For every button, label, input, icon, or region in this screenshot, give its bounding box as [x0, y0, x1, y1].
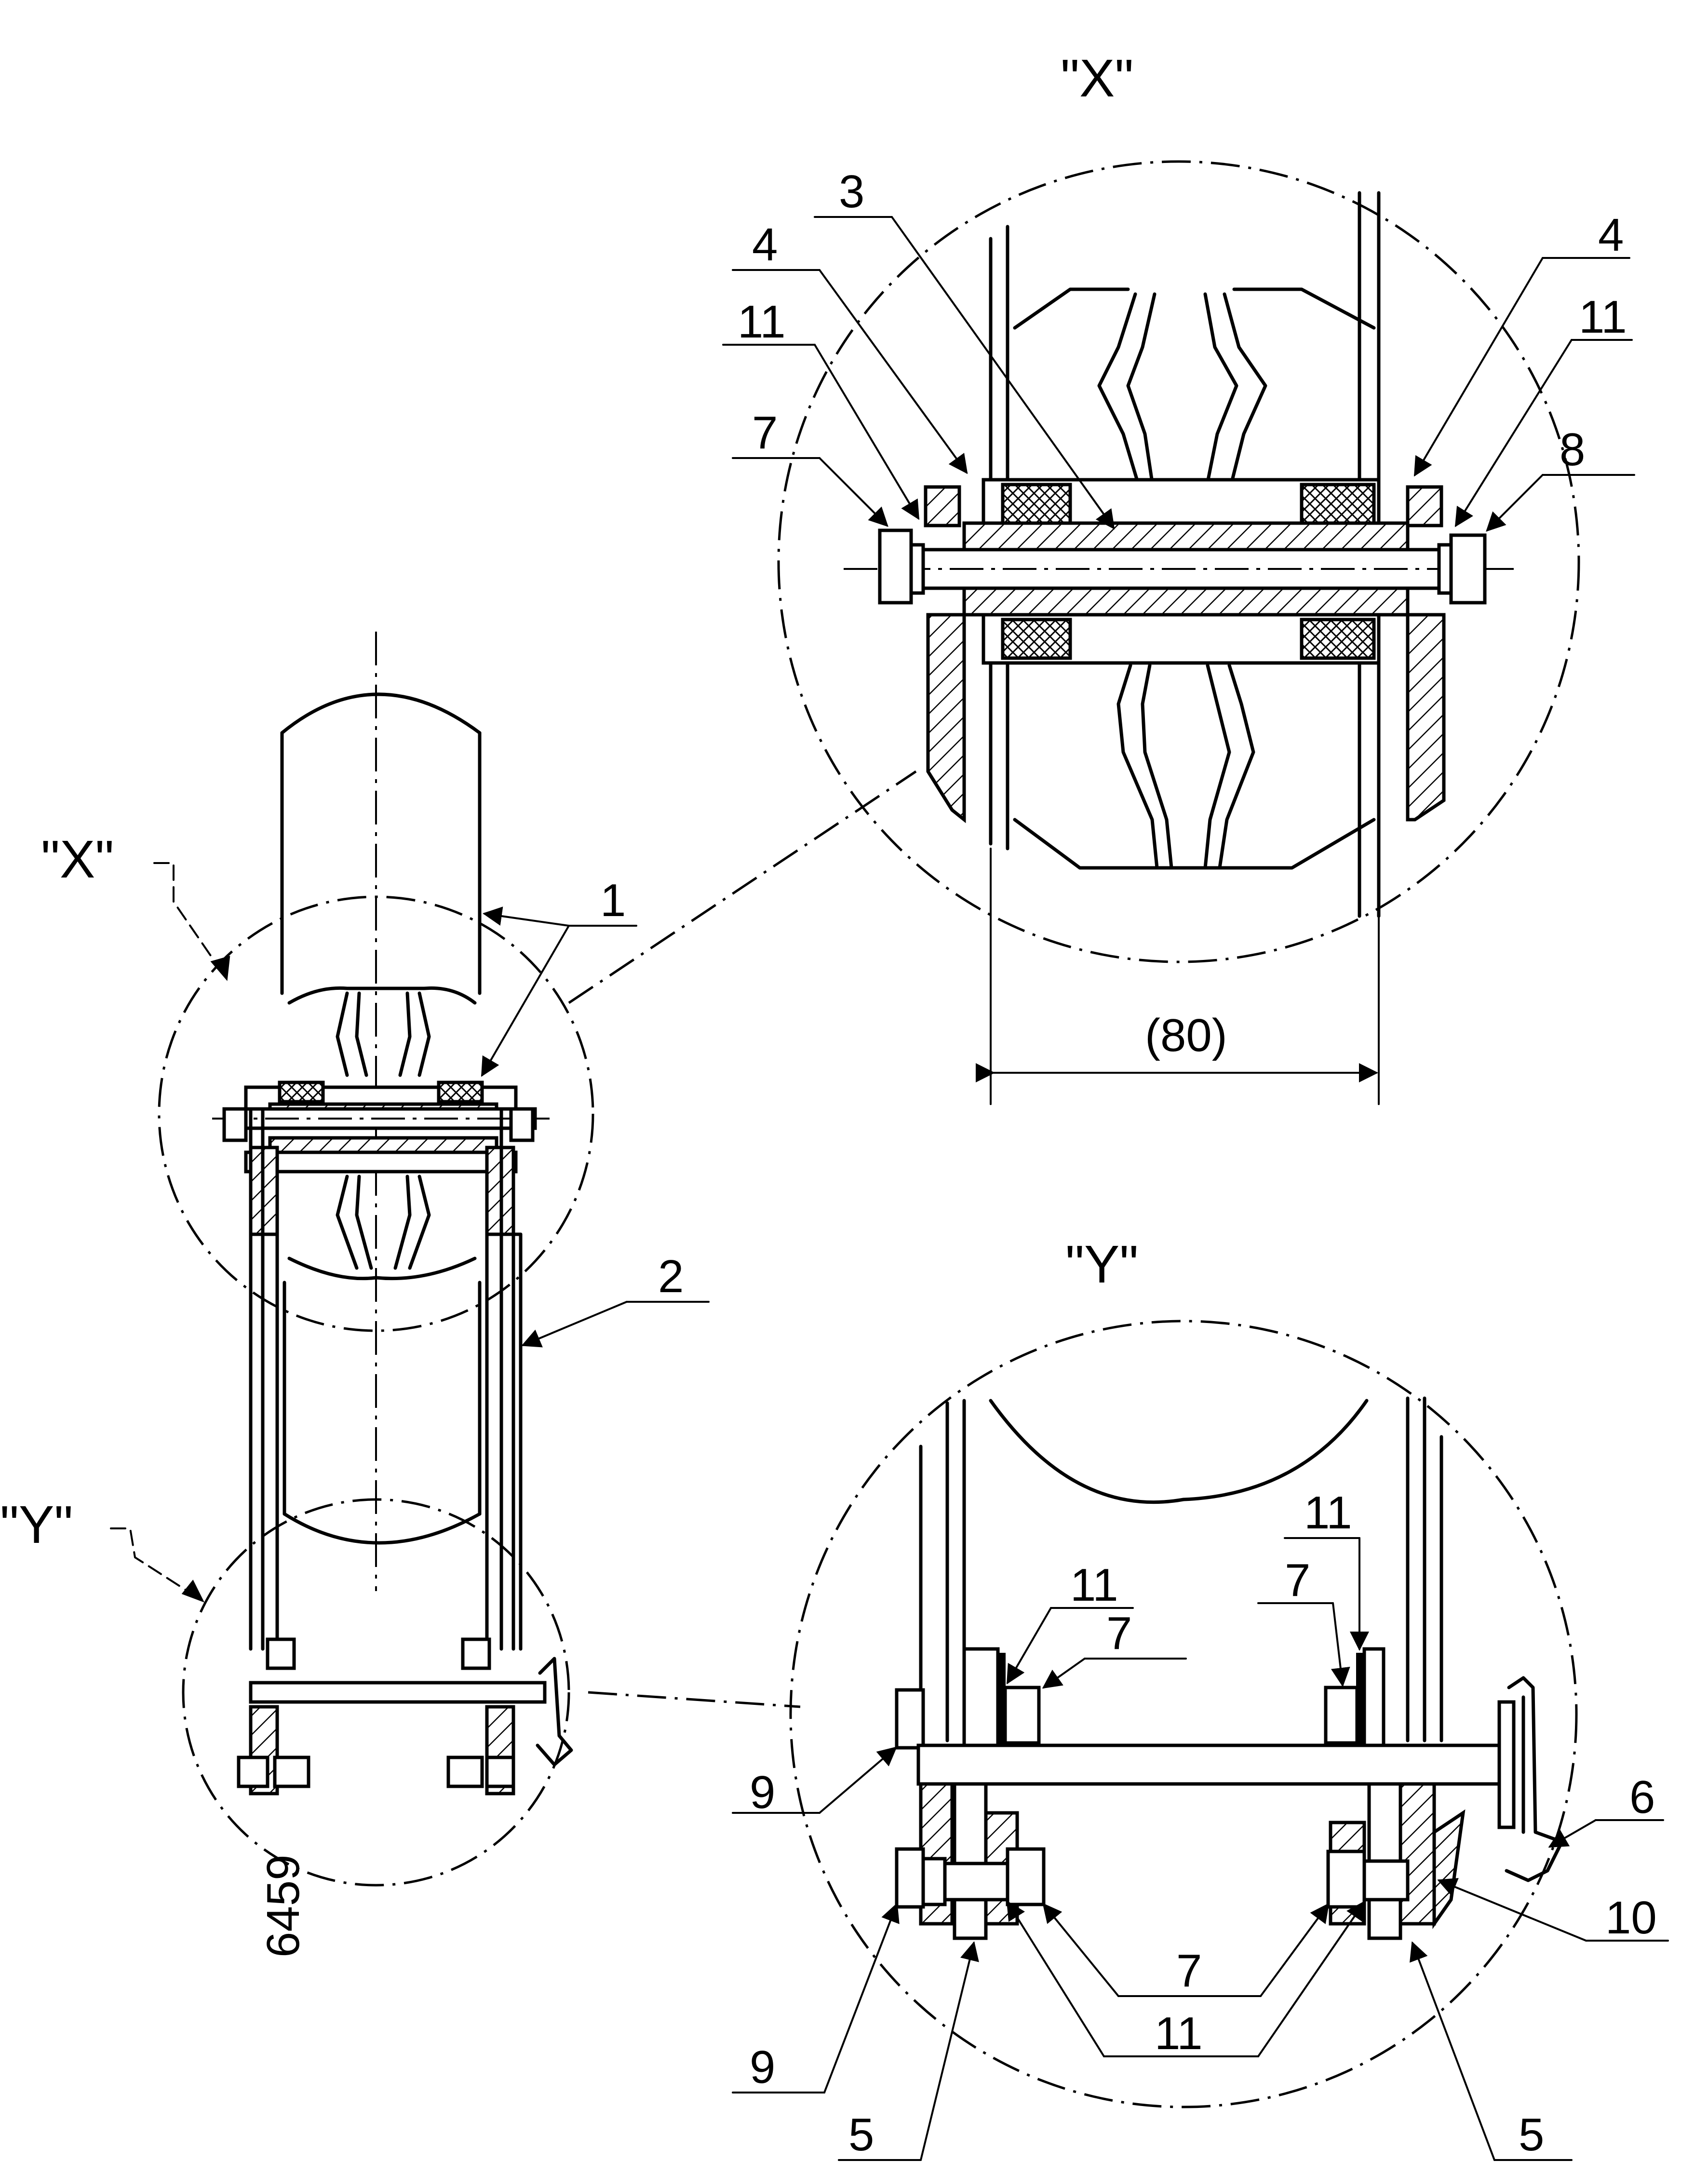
- detail-y-view: "Y": [732, 1235, 1669, 2161]
- svg-text:7: 7: [1106, 1607, 1132, 1659]
- callout-y-5-left: 5: [838, 1941, 979, 2161]
- callout-y-9-lower: 9: [732, 1903, 900, 2093]
- callout-2: 2: [521, 1251, 710, 1348]
- svg-text:9: 9: [750, 1767, 775, 1818]
- svg-text:6: 6: [1629, 1771, 1655, 1823]
- marker-x: "X": [41, 830, 230, 981]
- svg-text:4: 4: [1598, 209, 1624, 261]
- marker-y: "Y": [0, 1495, 205, 1603]
- svg-text:7: 7: [1285, 1554, 1310, 1606]
- callout-x-11-left: 11: [722, 296, 920, 520]
- svg-text:"X": "X": [1061, 49, 1133, 108]
- detail-x-view: "X": [722, 49, 1635, 1105]
- callout-y-7-upper-right: 7: [1257, 1554, 1350, 1687]
- callout-x-7: 7: [732, 407, 888, 527]
- svg-text:11: 11: [1304, 1487, 1352, 1539]
- detail-y-circle: [789, 1320, 1578, 2108]
- drawing-number: 6459: [257, 1854, 309, 1958]
- svg-text:9: 9: [750, 2041, 775, 2093]
- svg-text:11: 11: [1579, 291, 1627, 343]
- callout-y-11-upper-right: 11: [1284, 1487, 1369, 1651]
- callout-y-10: 10: [1437, 1878, 1669, 1944]
- svg-text:8: 8: [1560, 424, 1585, 475]
- svg-text:2: 2: [658, 1251, 684, 1302]
- callout-y-6: 6: [1548, 1771, 1664, 1848]
- svg-text:11: 11: [1070, 1559, 1118, 1611]
- svg-text:"Y": "Y": [1065, 1235, 1138, 1294]
- callout-y-11-upper-left: 11: [1006, 1559, 1134, 1685]
- svg-text:"X": "X": [41, 830, 114, 889]
- dimension-80: (80): [1145, 1010, 1227, 1061]
- svg-text:4: 4: [752, 219, 778, 270]
- svg-text:11: 11: [738, 296, 786, 348]
- callout-x-3: 3: [814, 166, 1115, 530]
- callout-y-5-right: 5: [1410, 1941, 1573, 2161]
- detail-y-circle-main: [182, 1498, 570, 1887]
- main-view: [212, 632, 573, 1796]
- svg-text:1: 1: [600, 875, 626, 926]
- svg-text:11: 11: [1155, 2008, 1203, 2059]
- callout-y-9-upper: 9: [732, 1746, 898, 1818]
- svg-text:7: 7: [1176, 1945, 1202, 1997]
- detail-x-circle-main: [158, 895, 594, 1332]
- svg-text:5: 5: [1519, 2109, 1544, 2160]
- svg-text:5: 5: [848, 2109, 874, 2160]
- svg-text:10: 10: [1605, 1892, 1657, 1944]
- callout-y-7-lower: 7: [1042, 1903, 1330, 1997]
- callout-y-11-lower: 11: [1006, 1900, 1366, 2059]
- svg-text:"Y": "Y": [0, 1495, 73, 1554]
- callout-x-8: 8: [1486, 424, 1635, 532]
- callout-y-7-upper-left: 7: [1042, 1607, 1187, 1689]
- callout-x-4-right: 4: [1413, 209, 1630, 477]
- detail-x-circle: [777, 160, 1580, 963]
- callout-x-11-right: 11: [1454, 291, 1633, 527]
- svg-text:7: 7: [752, 407, 778, 459]
- svg-text:3: 3: [839, 166, 864, 217]
- callout-x-4-left: 4: [732, 219, 968, 474]
- callout-1: 1: [481, 875, 637, 1077]
